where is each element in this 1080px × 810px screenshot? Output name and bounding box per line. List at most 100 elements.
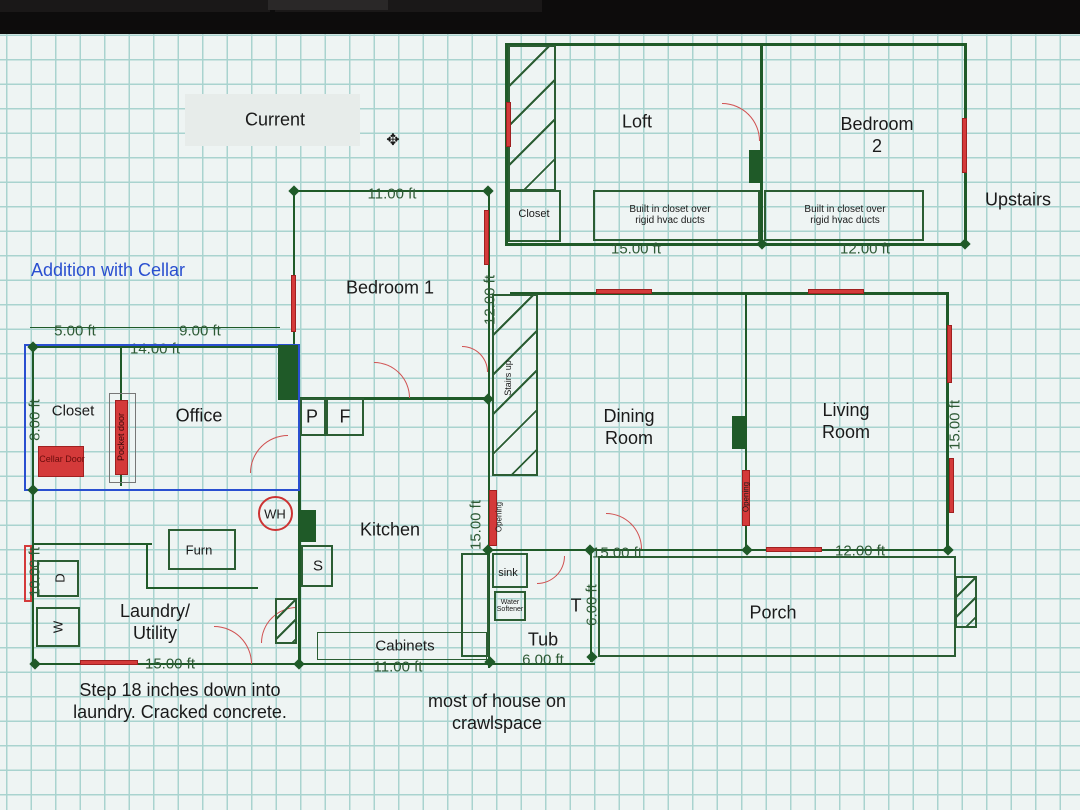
wall: [32, 346, 280, 348]
dimension-node: [741, 544, 753, 556]
built-in-closet-label: Built in closet over rigid hvac ducts: [629, 204, 711, 226]
crawlspace-note: most of house on crawlspace: [427, 691, 567, 733]
dryer: [37, 560, 79, 597]
opening: [742, 470, 750, 526]
window: [766, 547, 822, 552]
dining-room-label: Dining Room: [603, 406, 655, 448]
wall: [488, 190, 490, 668]
wall: [293, 397, 490, 400]
upper-closet: [508, 190, 561, 242]
pocket-door[interactable]: [115, 400, 128, 475]
window: [506, 102, 511, 147]
opening-label: Opening: [741, 481, 751, 513]
upstairs-label: Upstairs: [984, 189, 1052, 210]
dimension-label: 15.00 ft: [946, 399, 964, 451]
dimension-line: [30, 327, 280, 328]
door-swing: [374, 362, 410, 398]
dimension-line: [293, 190, 489, 192]
wall: [510, 292, 947, 295]
tub-label: Tub: [527, 629, 559, 650]
window: [962, 118, 967, 173]
addition-outline: [24, 344, 300, 491]
window: [947, 325, 952, 383]
loft-label: Loft: [621, 111, 653, 132]
stairs: [492, 294, 538, 476]
dimension-node: [482, 185, 494, 197]
dimension-label: 11.00 ft: [367, 185, 417, 203]
opening-label: Opening: [494, 501, 504, 533]
dimension-label: 15.00 ft: [610, 240, 662, 258]
built-in-closet-label: Built in closet over rigid hvac ducts: [804, 204, 886, 226]
wall: [505, 43, 967, 46]
laundry-steps: [275, 598, 297, 644]
dimension-node: [288, 185, 300, 197]
cabinets-label: Cabinets: [375, 637, 435, 655]
door-swing: [537, 556, 565, 584]
toilet-label: T: [570, 595, 582, 616]
current-label-box: [185, 94, 360, 146]
window: [596, 289, 652, 294]
stove-label: S: [312, 557, 324, 575]
pantry-p: [300, 398, 326, 436]
wall: [760, 43, 763, 245]
door-swing: [214, 626, 252, 664]
door-block: [278, 345, 298, 400]
bedroom1-label: Bedroom 1: [345, 277, 435, 298]
door-block: [749, 150, 763, 183]
dimension-label: 15.00 ft: [144, 655, 196, 673]
pocket-door-frame: [109, 393, 136, 483]
tab[interactable]: [0, 0, 270, 12]
porch-steps: [955, 576, 977, 628]
washer-label: W: [50, 620, 66, 634]
tab[interactable]: [392, 0, 542, 12]
wall: [34, 543, 152, 545]
window: [24, 545, 32, 602]
counter: [461, 553, 489, 657]
kitchen-label: Kitchen: [359, 519, 421, 540]
washer: [36, 607, 80, 647]
sink: [492, 553, 528, 588]
window: [949, 458, 954, 513]
move-cursor-icon: ✥: [386, 132, 400, 149]
wall: [146, 587, 258, 589]
door-block: [300, 510, 316, 542]
built-in-closet: [764, 190, 924, 241]
cellar-door[interactable]: [38, 446, 84, 477]
bedroom2-label: Bedroom 2: [840, 114, 914, 156]
laundry-label: Laundry/ Utility: [119, 601, 191, 643]
door-block: [732, 416, 747, 449]
wall: [32, 346, 34, 666]
upper-stairs: [508, 45, 556, 191]
dryer-label: D: [52, 573, 68, 583]
office-label: Office: [175, 405, 223, 426]
wall: [590, 550, 592, 662]
built-in-closet: [593, 190, 760, 241]
water-heater-label: WH: [264, 506, 286, 522]
window: [808, 289, 864, 294]
tab-active[interactable]: [268, 0, 388, 10]
dimension-label: 8.00 ft: [26, 399, 44, 441]
dimension-label: 12.00 ft: [839, 240, 891, 258]
furnace-label: Furn: [185, 542, 213, 558]
porch-label: Porch: [749, 602, 797, 623]
furnace: [168, 529, 236, 570]
fridge-f: [326, 398, 364, 436]
sink-label: sink: [498, 567, 518, 579]
wall: [146, 543, 148, 589]
pocket-door-label: Pocket door: [116, 412, 126, 462]
opening: [489, 490, 497, 546]
stove-s: [301, 545, 333, 587]
dimension-label: 11.00 ft: [373, 658, 423, 676]
dimension-node: [293, 658, 305, 670]
wall: [505, 243, 967, 246]
pantry-label: P: [305, 406, 319, 427]
cellar-door-label: Cellar Door: [39, 454, 85, 464]
water-softener-label: Water Softener: [496, 599, 524, 613]
wall: [946, 292, 949, 550]
living-room-label: Living Room: [821, 400, 871, 442]
fridge-label: F: [339, 406, 351, 427]
dimension-label: 6.00 ft: [522, 651, 564, 669]
addition-label: Addition with Cellar: [30, 260, 186, 280]
door-swing: [462, 346, 488, 372]
laundry-note: Step 18 inches down into laundry. Cracke…: [73, 680, 287, 722]
